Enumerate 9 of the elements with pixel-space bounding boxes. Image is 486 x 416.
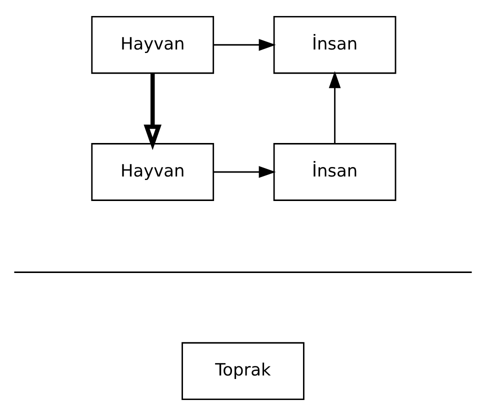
node-box: Hayvan <box>91 16 214 74</box>
node-box: Hayvan <box>91 143 214 201</box>
arrow <box>144 73 162 150</box>
node-box: İnsan <box>273 143 396 201</box>
arrow <box>213 166 276 178</box>
node-box: Toprak <box>182 342 304 400</box>
arrow <box>213 38 276 51</box>
node-box: İnsan <box>273 16 396 74</box>
arrow <box>328 71 341 144</box>
